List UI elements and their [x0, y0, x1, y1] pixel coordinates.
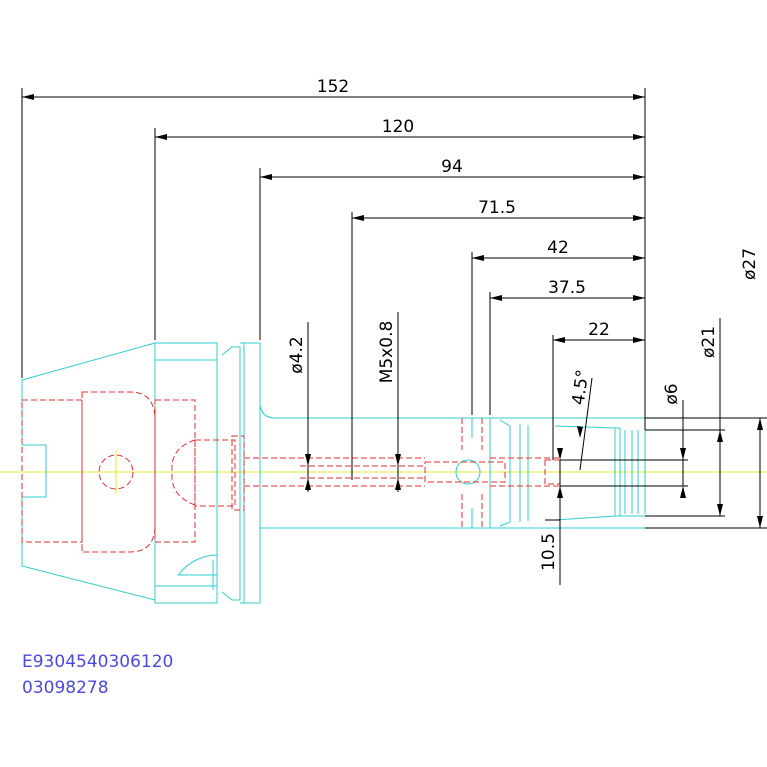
- dim-37-5: 37.5: [548, 278, 586, 298]
- dim-10-5: 10.5: [539, 533, 559, 571]
- dimension-lines: [21, 88, 767, 585]
- dim-152: 152: [317, 77, 349, 97]
- dim-94: 94: [441, 157, 463, 177]
- dim-42: 42: [547, 238, 569, 258]
- tool-holder-outline: [21, 342, 646, 604]
- part-number: E9304540306120: [22, 652, 173, 672]
- hidden-lines: [21, 391, 561, 553]
- dim-71-5: 71.5: [478, 198, 516, 218]
- arrowheads: [22, 94, 763, 528]
- dim-dia-6: ø6: [662, 383, 682, 404]
- dim-22: 22: [588, 320, 610, 340]
- dim-dia-21: ø21: [699, 326, 719, 358]
- part-code: 03098278: [22, 678, 109, 698]
- dim-dia-27: ø27: [740, 248, 760, 280]
- dim-120: 120: [382, 117, 414, 137]
- dim-thread-m5: M5x0.8: [377, 321, 397, 384]
- dim-angle-4-5: 4.5°: [569, 368, 594, 406]
- dim-dia-4-2: ø4.2: [287, 336, 307, 373]
